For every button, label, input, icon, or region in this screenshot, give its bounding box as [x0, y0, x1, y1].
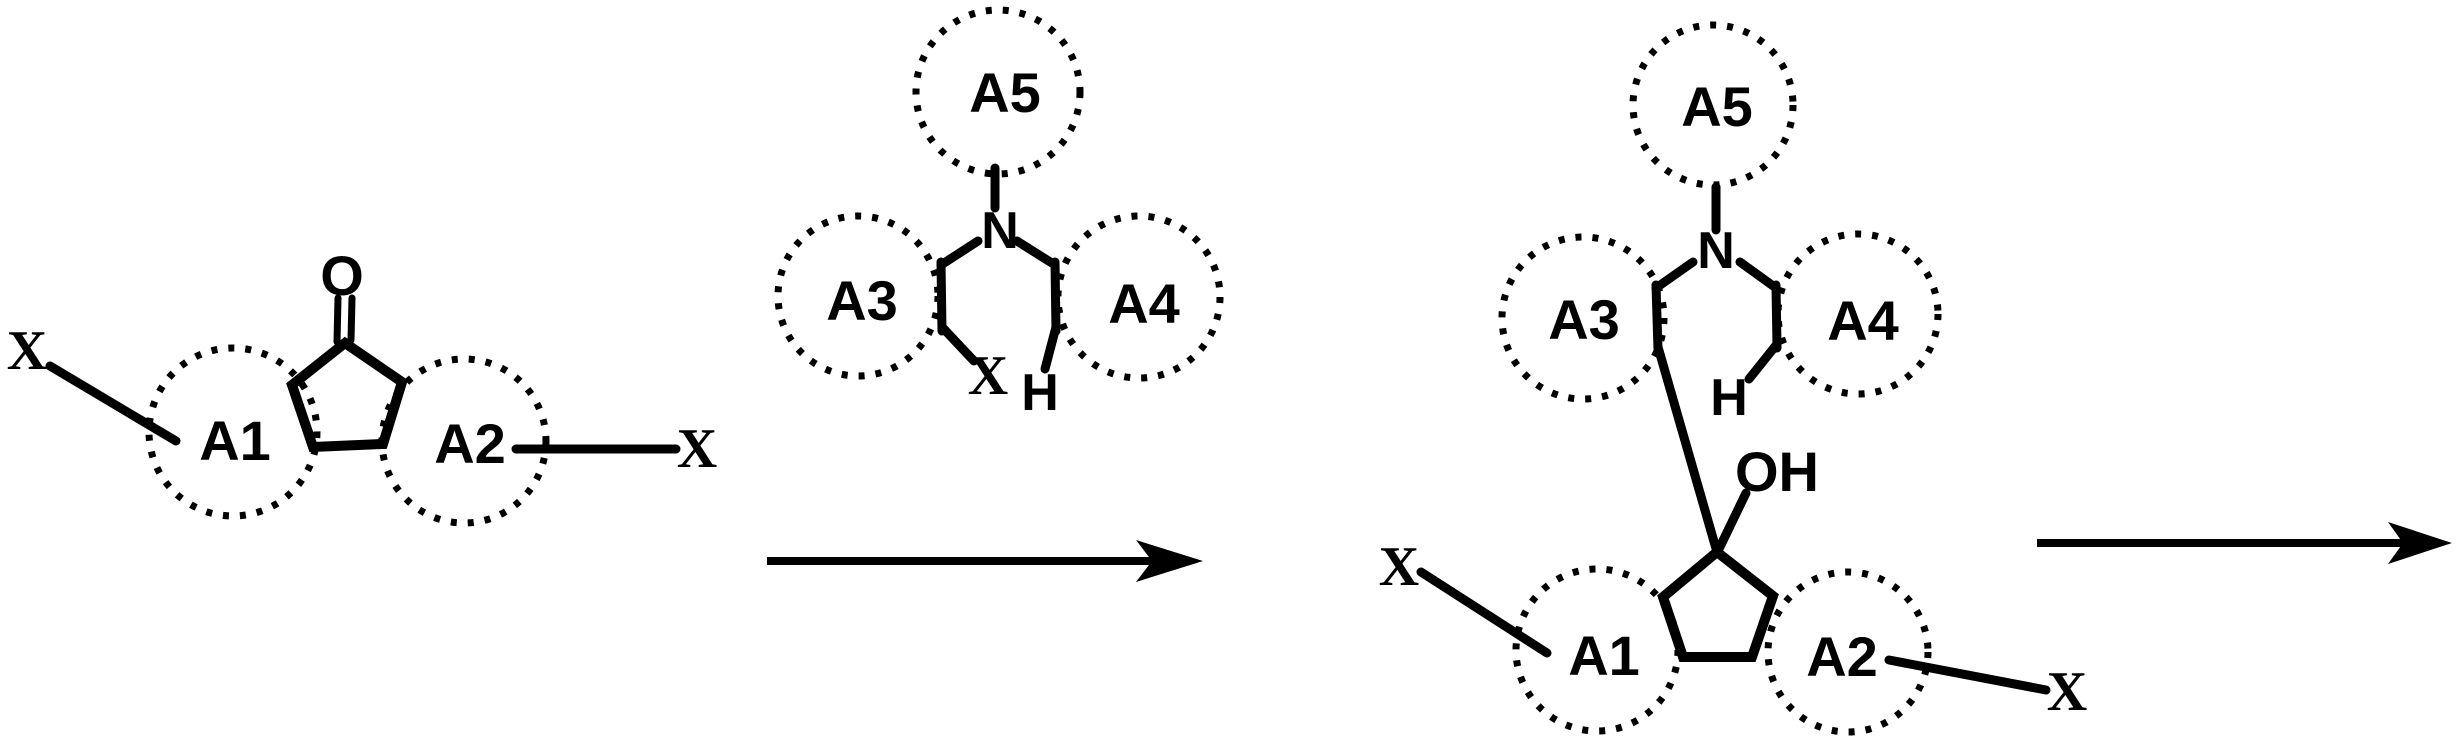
reagent-a4-group-circle — [1054, 212, 1224, 382]
product-bond-right-carbon-vertical — [1771, 280, 1782, 353]
product-a4-group-circle — [1774, 230, 1942, 398]
reactant-structure: X A1 A2 O X — [7, 244, 717, 527]
product-a3-group-circle — [1498, 233, 1668, 403]
product-a5-group-circle — [1629, 21, 1797, 189]
reactant-oxygen-label: O — [320, 244, 364, 307]
reactant-a1-group-label: A1 — [199, 409, 271, 472]
reagent-a5-group-label: A5 — [969, 61, 1041, 124]
reagent-a4-group-label: A4 — [1108, 272, 1180, 335]
reagent-substituent-x-label: X — [968, 345, 1008, 407]
reaction-arrow-2 — [2037, 522, 2452, 564]
product-a1-group-label: A1 — [1568, 624, 1640, 687]
reagent-a5-group-circle — [912, 6, 1084, 178]
bond-right-carbon-vertical — [1050, 257, 1061, 336]
product-bond-amine-carbon-to-ring — [1653, 342, 1722, 557]
product-bond-a2-to-xright — [1884, 655, 2051, 695]
product-bond-n-to-right-carbon — [1735, 257, 1781, 293]
arrow-2-head — [2388, 522, 2452, 564]
bond-left-carbon-vertical — [936, 257, 947, 336]
product-a3-group-label: A3 — [1548, 288, 1620, 351]
product-a2-group-label: A2 — [1806, 625, 1878, 688]
reactant-a2-group-label: A2 — [434, 412, 506, 475]
bond-n-to-right-carbon — [1012, 236, 1060, 270]
product-a2-group-circle — [1764, 568, 1932, 736]
product-substituent-x-right-label: X — [2047, 661, 2087, 723]
reaction-arrow-1 — [767, 540, 1203, 582]
reactant-cyclopentane-ring — [286, 336, 408, 453]
reagent-a3-group-label: A3 — [826, 269, 898, 332]
product-nitrogen-label: N — [1697, 222, 1735, 280]
product-bond-right-carbon-to-h — [1744, 339, 1782, 384]
product-a5-group-label: A5 — [1681, 75, 1753, 138]
reagent-structure: A5 N A3 A4 X H — [774, 6, 1224, 422]
carbonyl-double-bond-line-2 — [347, 294, 356, 344]
carbonyl-double-bond-line-1 — [333, 294, 342, 346]
reactant-a1-group-circle — [145, 344, 321, 520]
product-bond-xleft-to-a1 — [1416, 567, 1552, 658]
product-cyclopentane-ring — [1657, 545, 1779, 662]
bond-right-carbon-to-h — [1040, 322, 1061, 374]
bond-left-carbon-to-x — [937, 322, 979, 366]
product-hydrogen-label: H — [1710, 369, 1748, 427]
reagent-nitrogen-label: N — [981, 202, 1019, 260]
reagent-hydrogen-label: H — [1021, 364, 1059, 422]
bond-n-to-left-carbon — [936, 236, 983, 270]
product-bond-left-carbon-vertical — [1651, 280, 1663, 354]
product-substituent-x-left-label: X — [1379, 536, 1419, 598]
bond-xleft-to-a1 — [45, 361, 181, 446]
reactant-substituent-x-right-label: X — [677, 418, 717, 480]
product-a1-group-circle — [1512, 565, 1682, 735]
arrow-1-head — [1136, 540, 1203, 582]
product-bond-oh-to-ring — [1714, 488, 1751, 554]
product-structure: A5 N A3 A4 H OH A1 A2 X X — [1379, 21, 2087, 736]
product-bond-n-to-left-carbon — [1651, 257, 1698, 293]
reactant-substituent-x-left-label: X — [7, 320, 47, 382]
product-a4-group-label: A4 — [1827, 289, 1899, 352]
